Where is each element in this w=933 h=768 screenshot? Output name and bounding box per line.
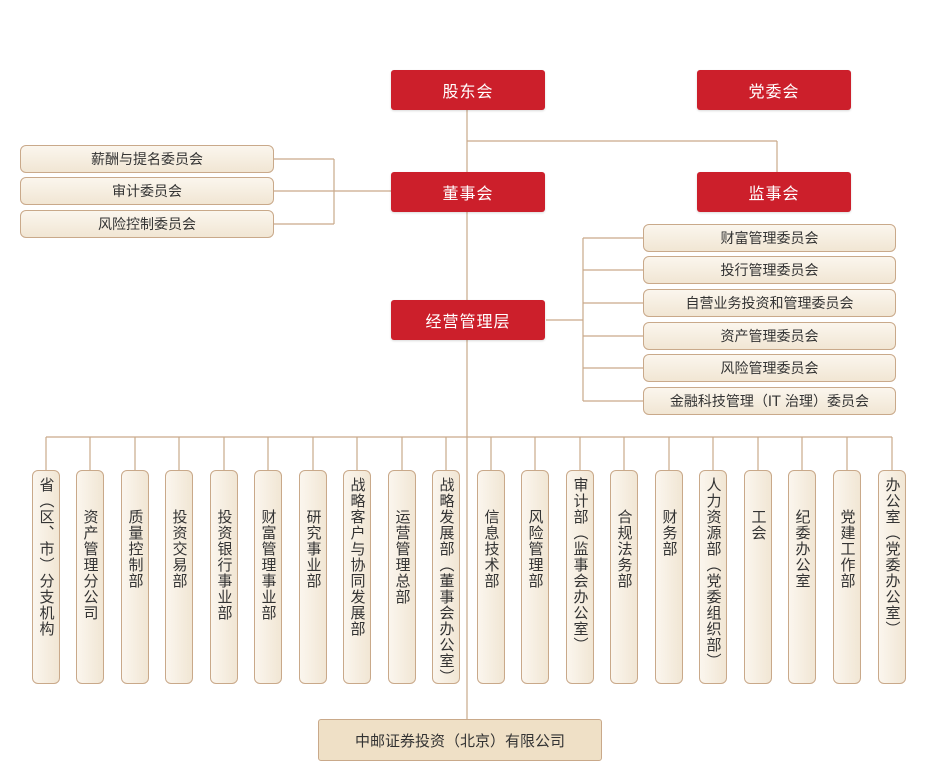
department-box: 研究事业部	[299, 470, 327, 684]
department-box: 审计部（监事会办公室）	[566, 470, 594, 684]
department-label: 党建工作部	[838, 509, 857, 589]
department-box: 运营管理总部	[388, 470, 416, 684]
department-label: 资产管理分公司	[81, 509, 100, 621]
department-label: 省（区、市）分支机构	[37, 477, 56, 637]
department-label: 战略发展部（董事会办公室）	[437, 477, 456, 685]
party-committee-node: 党委会	[697, 70, 851, 110]
management-committee-item: 资产管理委员会	[643, 322, 896, 350]
department-label: 纪委办公室	[793, 509, 812, 589]
department-label: 投资交易部	[170, 509, 189, 589]
subsidiary-node: 中邮证券投资（北京）有限公司	[318, 719, 602, 761]
board-committee-item: 风险控制委员会	[20, 210, 274, 238]
department-box: 财富管理事业部	[254, 470, 282, 684]
department-box: 工会	[744, 470, 772, 684]
management-node: 经营管理层	[391, 300, 545, 340]
department-box: 战略发展部（董事会办公室）	[432, 470, 460, 685]
department-label: 质量控制部	[126, 509, 145, 589]
department-box: 风险管理部	[521, 470, 549, 684]
department-box: 投资银行事业部	[210, 470, 238, 684]
management-committee-item: 投行管理委员会	[643, 256, 896, 284]
department-box: 纪委办公室	[788, 470, 816, 684]
department-label: 财富管理事业部	[259, 509, 278, 621]
department-box: 战略客户与协同发展部	[343, 470, 371, 684]
department-label: 运营管理总部	[393, 509, 412, 605]
department-label: 投资银行事业部	[215, 509, 234, 621]
shareholders-node: 股东会	[391, 70, 545, 110]
department-label: 信息技术部	[482, 509, 501, 589]
department-box: 人力资源部（党委组织部）	[699, 470, 727, 684]
department-box: 财务部	[655, 470, 683, 684]
department-box: 办公室（党委办公室）	[878, 470, 906, 684]
management-committee-item: 自营业务投资和管理委员会	[643, 289, 896, 317]
department-box: 投资交易部	[165, 470, 193, 684]
department-box: 信息技术部	[477, 470, 505, 684]
department-label: 工会	[749, 509, 768, 541]
management-committee-item: 风险管理委员会	[643, 354, 896, 382]
department-box: 党建工作部	[833, 470, 861, 684]
department-label: 风险管理部	[526, 509, 545, 589]
department-box: 省（区、市）分支机构	[32, 470, 60, 684]
department-label: 办公室（党委办公室）	[883, 477, 902, 637]
department-box: 资产管理分公司	[76, 470, 104, 684]
department-label: 战略客户与协同发展部	[348, 477, 367, 637]
supervisors-node: 监事会	[697, 172, 851, 212]
board-committee-item: 审计委员会	[20, 177, 274, 205]
board-committee-item: 薪酬与提名委员会	[20, 145, 274, 173]
management-committee-item: 财富管理委员会	[643, 224, 896, 252]
board-node: 董事会	[391, 172, 545, 212]
department-box: 质量控制部	[121, 470, 149, 684]
department-label: 审计部（监事会办公室）	[571, 477, 590, 653]
department-label: 合规法务部	[615, 509, 634, 589]
department-label: 人力资源部（党委组织部）	[704, 477, 723, 669]
department-box: 合规法务部	[610, 470, 638, 684]
management-committee-item: 金融科技管理（IT 治理）委员会	[643, 387, 896, 415]
department-label: 研究事业部	[304, 509, 323, 589]
department-label: 财务部	[660, 509, 679, 557]
